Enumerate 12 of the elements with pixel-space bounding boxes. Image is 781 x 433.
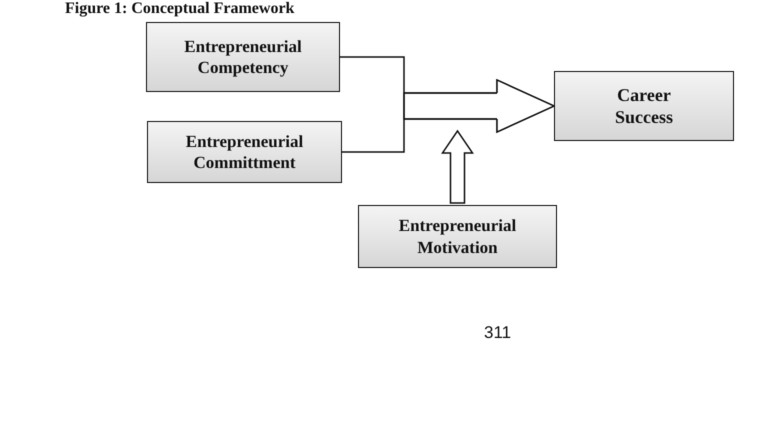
- page-number: 311: [484, 322, 512, 344]
- box-label: Career Success: [614, 84, 674, 128]
- figure-title: Figure 1: Conceptual Framework: [65, 0, 294, 19]
- box-label: Entrepreneurial Competency: [183, 36, 303, 78]
- concept-box: [358, 205, 557, 268]
- concept-box: [146, 22, 340, 92]
- concept-box: [147, 121, 342, 183]
- block-arrow: [441, 130, 474, 204]
- concept-box: [554, 71, 734, 141]
- box-label: Entrepreneurial Committment: [184, 130, 304, 174]
- connector-arrow: [342, 79, 555, 153]
- box-label: Entrepreneurial Motivation: [398, 215, 518, 258]
